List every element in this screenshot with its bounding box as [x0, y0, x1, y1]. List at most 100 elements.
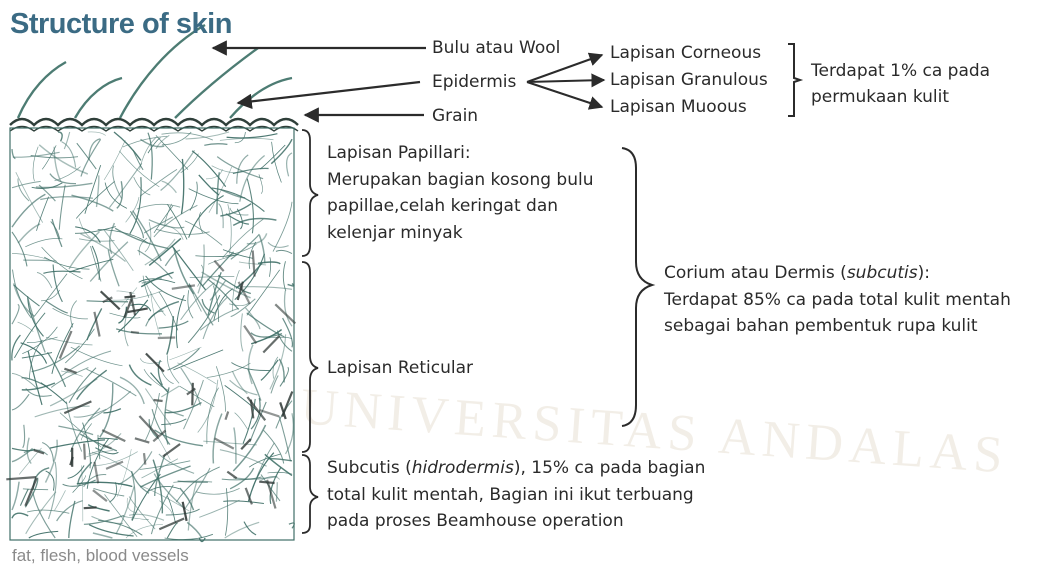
fiber [134, 177, 151, 195]
fiber [23, 489, 48, 490]
fiber [199, 500, 239, 517]
corium-line: sebagai bahan pembentuk rupa kulit [664, 313, 1011, 340]
epidermis-arrow [238, 82, 420, 103]
fiber [117, 291, 135, 293]
fiber [114, 132, 141, 160]
fiber [206, 169, 222, 179]
fiber [231, 234, 260, 259]
fiber [12, 513, 28, 518]
fiber [81, 139, 101, 176]
fiber [104, 140, 125, 180]
subcutis-line: total kulit mentah, Bagian ini ikut terb… [327, 482, 705, 509]
layer-granulous: Lapisan Granulous [610, 70, 768, 90]
papillary-line: Merupakan bagian kosong bulu [327, 167, 594, 194]
fiber [166, 509, 200, 515]
fiber [140, 169, 177, 196]
fiber [165, 534, 213, 539]
fiber [62, 142, 76, 168]
fiber [241, 313, 243, 351]
fiber [247, 233, 267, 243]
fiber [148, 133, 152, 180]
fiber [189, 284, 213, 325]
fiber [144, 217, 173, 233]
fiber [225, 522, 260, 538]
fiber [231, 299, 256, 317]
fiber [285, 291, 292, 326]
label-hair: Bulu atau Wool [432, 38, 560, 58]
fiber [18, 224, 40, 243]
fiber [34, 274, 67, 317]
fiber [220, 138, 274, 140]
fiber [133, 211, 162, 261]
fiber [220, 450, 267, 467]
fiber [36, 183, 93, 187]
dark-fiber [135, 438, 149, 442]
fiber [225, 488, 227, 536]
fiber [37, 272, 52, 288]
fiber [69, 368, 96, 403]
fiber [199, 175, 219, 195]
fiber [233, 425, 265, 471]
corium-brace [622, 148, 652, 426]
fiber [217, 157, 263, 179]
fiber [231, 363, 271, 371]
fiber [22, 327, 57, 354]
fiber [12, 304, 19, 324]
fiber [14, 313, 45, 358]
fiber [149, 302, 179, 321]
fiber [69, 259, 113, 272]
fiber [12, 232, 27, 267]
fiber [233, 476, 277, 479]
fiber [167, 496, 175, 523]
dark-fiber [6, 477, 36, 479]
fiber [28, 299, 45, 353]
fiber [43, 271, 80, 273]
fiber [59, 185, 65, 230]
fiber [167, 316, 174, 354]
fiber [283, 318, 293, 347]
fiber [246, 308, 260, 329]
fiber [236, 287, 292, 290]
dark-fiber [158, 338, 176, 339]
fiber [98, 520, 142, 535]
fiber [90, 242, 128, 282]
fiber [187, 522, 202, 538]
dark-fiber [251, 400, 254, 419]
fiber [227, 134, 278, 138]
fiber [76, 181, 114, 218]
fiber [208, 272, 221, 315]
fiber [260, 145, 285, 169]
fiber [137, 204, 180, 209]
fiber [39, 145, 88, 174]
fiber [64, 132, 69, 149]
fiber [57, 501, 83, 521]
dark-fiber [154, 400, 163, 401]
fiber [77, 143, 96, 169]
dark-fiber [227, 472, 236, 479]
fiber [109, 291, 163, 300]
corium-line: Terdapat 85% ca pada total kulit mentah [664, 287, 1011, 314]
fiber [173, 350, 223, 370]
fiber [207, 363, 251, 377]
fiber [16, 172, 43, 222]
fiber [223, 501, 264, 504]
fiber [176, 295, 184, 348]
epidermis-note-line1: Terdapat 1% ca pada [811, 61, 990, 81]
fiber [42, 247, 83, 279]
fiber [88, 132, 106, 136]
epidermis-fan [527, 55, 604, 107]
dark-fiber [64, 401, 91, 413]
dark-fiber [192, 383, 193, 406]
fiber [229, 303, 249, 306]
fiber [233, 219, 276, 226]
fiber [235, 413, 248, 430]
subcutis-heading: Subcutis (hidrodermis), 15% ca pada bagi… [327, 455, 705, 482]
epidermis-note-line2: permukaan kulit [811, 87, 949, 107]
fiber [46, 301, 68, 313]
fiber [204, 144, 227, 146]
fiber [50, 174, 76, 184]
fiber [228, 204, 231, 254]
fiber [120, 377, 144, 404]
fiber [276, 482, 277, 502]
fiber [154, 206, 173, 233]
